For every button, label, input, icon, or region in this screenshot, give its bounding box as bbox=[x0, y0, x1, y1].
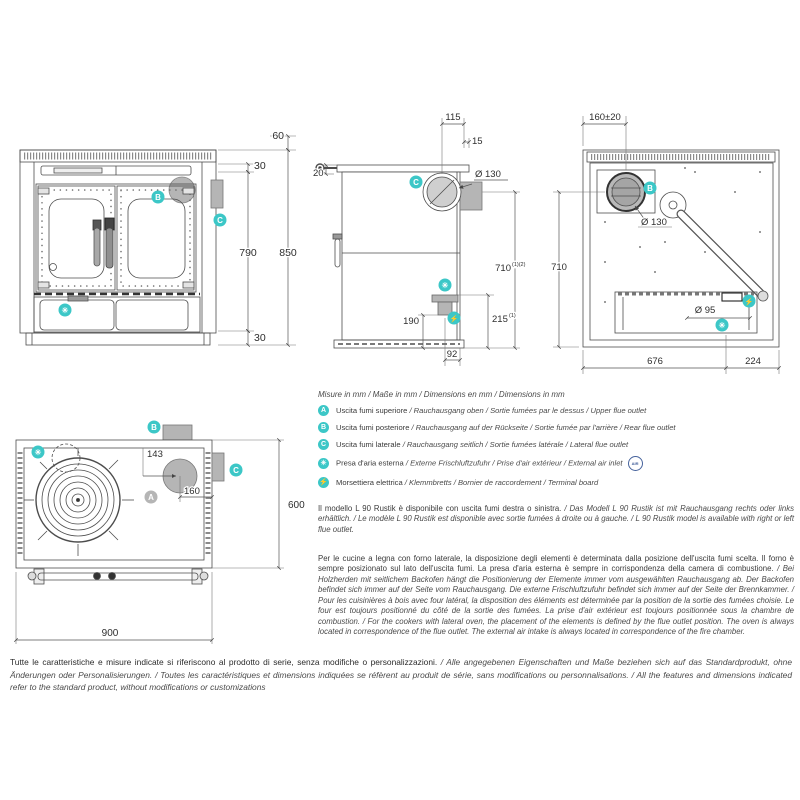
dim-side-inlet-x: 92 bbox=[447, 349, 458, 360]
marker-side-flue-top: C bbox=[229, 463, 243, 477]
rear-view-drawing: 160±20 Ø 130 710 Ø 95 676 224 B ⚡ ✳ bbox=[550, 111, 781, 374]
side-flue-box bbox=[459, 181, 483, 211]
legend-item-lateral-flue: C Uscita fumi laterale / Rauchausgang se… bbox=[318, 439, 793, 450]
dim-top-width: 900 bbox=[102, 628, 119, 639]
marker-rear-flue-rear: B bbox=[643, 181, 657, 195]
dim-side-inlet-h: 190 bbox=[403, 316, 419, 327]
marker-rear-flue-top: B bbox=[147, 420, 161, 434]
svg-text:✳: ✳ bbox=[719, 321, 726, 330]
svg-text:B: B bbox=[151, 423, 157, 432]
dim-top-flue-y: 143 bbox=[147, 449, 163, 460]
top-flue-option-circle bbox=[51, 443, 81, 473]
side-view-drawing: 115 15 20 Ø 130 710 (1)(2) 190 215 (1) 9… bbox=[312, 111, 527, 366]
door-handle-left bbox=[93, 227, 101, 267]
front-side-flue-box bbox=[210, 179, 224, 209]
dim-rear-width-main: 676 bbox=[647, 356, 663, 367]
front-view-drawing: 60 30 790 850 30 B C ✳ bbox=[19, 129, 298, 347]
dim-side-flue-edge: 15 bbox=[472, 136, 483, 147]
legend-marker-c: C bbox=[318, 439, 329, 450]
dim-rear-flue-x: 160±20 bbox=[589, 112, 621, 123]
legend: Misure in mm / Maße in mm / Dimensions e… bbox=[318, 390, 793, 494]
dim-top-depth: 600 bbox=[288, 500, 305, 511]
dim-side-inlet-h2: 215 bbox=[492, 314, 508, 325]
dim-rear-inlet-dia: Ø 95 bbox=[695, 305, 716, 316]
legend-marker-electric-icon: ⚡ bbox=[318, 477, 329, 488]
dim-front-plate: 30 bbox=[254, 160, 266, 172]
svg-text:✳: ✳ bbox=[442, 281, 449, 290]
top-side-flue-box bbox=[211, 452, 225, 482]
svg-text:⚡: ⚡ bbox=[745, 297, 754, 306]
dim-top-flue-x: 160 bbox=[184, 486, 200, 497]
marker-terminal-side: ⚡ bbox=[447, 311, 461, 325]
dim-side-height: 710 bbox=[495, 263, 511, 274]
dim-front-top-offset: 60 bbox=[272, 130, 284, 142]
side-air-inlet-flange bbox=[431, 294, 459, 303]
svg-text:C: C bbox=[413, 178, 419, 187]
note-availability: Il modello L 90 Rustik è disponibile con… bbox=[318, 504, 794, 534]
dim-front-base: 30 bbox=[254, 332, 266, 344]
legend-marker-a: A bbox=[318, 405, 329, 416]
legend-item-upper-flue: A Uscita fumi superiore / Rauchausgang o… bbox=[318, 405, 793, 416]
dim-side-flue-x: 115 bbox=[445, 112, 460, 123]
dim-front-total: 850 bbox=[279, 247, 297, 259]
legend-item-rear-flue: B Uscita fumi posteriore / Rauchausgang … bbox=[318, 422, 793, 433]
svg-text:✳: ✳ bbox=[62, 306, 69, 315]
svg-text:✳: ✳ bbox=[35, 448, 42, 457]
air-system-badge-icon: AIR bbox=[627, 456, 643, 471]
svg-text:C: C bbox=[233, 466, 239, 475]
dim-side-rail: 20 bbox=[313, 168, 324, 179]
svg-text:C: C bbox=[217, 216, 223, 225]
svg-text:⚡: ⚡ bbox=[450, 314, 459, 323]
svg-text:B: B bbox=[647, 184, 653, 193]
rear-terminal-board bbox=[721, 292, 743, 302]
dim-rear-flue-dia: Ø 130 bbox=[641, 217, 667, 228]
top-rear-flue-box bbox=[162, 424, 193, 441]
door-handle-right bbox=[105, 227, 114, 269]
marker-top-flue-top: A bbox=[144, 490, 158, 504]
hotplate-rings bbox=[24, 448, 134, 556]
footer-disclaimer: Tutte le caratteristiche e misure indica… bbox=[10, 657, 792, 693]
legend-title: Misure in mm / Maße in mm / Dimensions e… bbox=[318, 390, 565, 399]
marker-rear-flue-front: B bbox=[151, 190, 165, 204]
legend-item-terminal: ⚡ Morsettiera elettrica / Klemmbretts / … bbox=[318, 477, 599, 488]
svg-text:A: A bbox=[148, 493, 154, 502]
marker-air-inlet-front: ✳ bbox=[58, 303, 72, 317]
marker-terminal-rear: ⚡ bbox=[742, 294, 756, 308]
legend-marker-b: B bbox=[318, 422, 329, 433]
dim-rear-height: 710 bbox=[551, 262, 567, 273]
dim-side-flue-dia: Ø 130 bbox=[475, 169, 501, 180]
dim-side-height-sup: (1)(2) bbox=[512, 262, 526, 268]
marker-side-flue-front: C bbox=[213, 213, 227, 227]
legend-marker-air-icon: ✳ bbox=[318, 458, 329, 469]
dim-rear-width-side: 224 bbox=[745, 356, 761, 367]
dim-side-inlet-h2-sup: (1) bbox=[509, 313, 516, 319]
marker-air-inlet-side: ✳ bbox=[438, 278, 452, 292]
legend-item-air-inlet: ✳ Presa d'aria esterna / Externe Frischl… bbox=[318, 456, 793, 471]
svg-text:B: B bbox=[155, 193, 161, 202]
top-view-drawing: 143 160 600 900 ✳ B A C bbox=[14, 420, 306, 644]
marker-air-inlet-rear: ✳ bbox=[715, 318, 729, 332]
rear-lower-box bbox=[614, 291, 758, 334]
dim-front-body: 790 bbox=[239, 247, 257, 259]
marker-air-inlet-top: ✳ bbox=[31, 445, 45, 459]
marker-side-flue-side: C bbox=[409, 175, 423, 189]
note-layout: Per le cucine a legna con forno laterale… bbox=[318, 554, 794, 637]
